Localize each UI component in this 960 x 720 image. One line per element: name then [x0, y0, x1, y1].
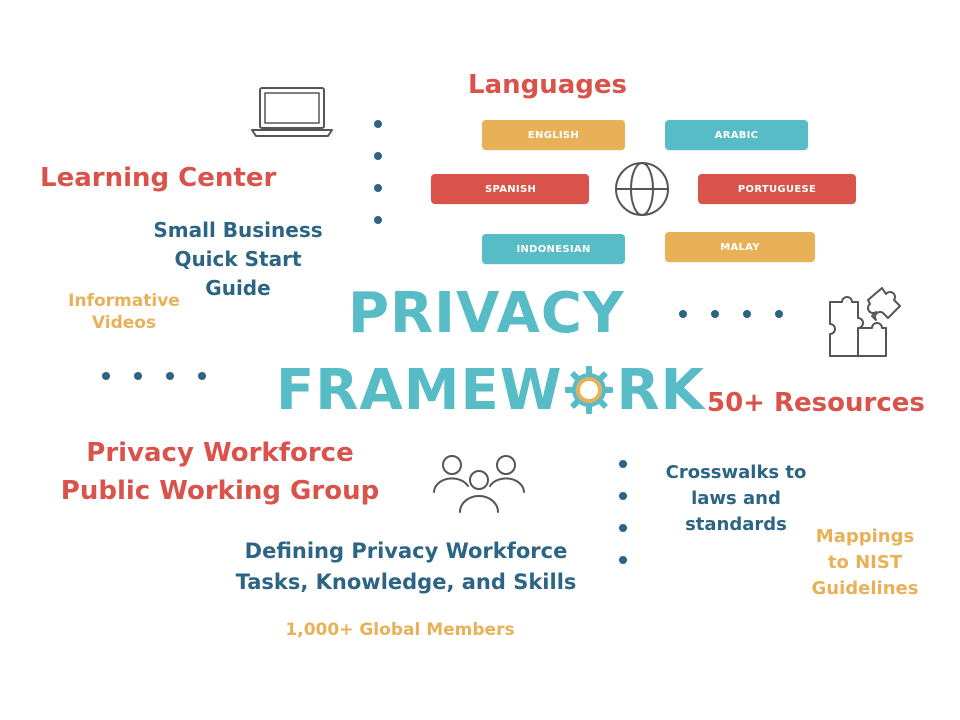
separator-dot [619, 492, 627, 500]
framework-title-part: FRAMEW [276, 358, 563, 423]
language-pill-indonesian: INDONESIAN [482, 234, 625, 264]
mappings-line: Guidelines [811, 578, 919, 599]
crosswalks-line: standards [685, 514, 787, 535]
resources-heading: 50+ Resources [707, 388, 925, 418]
global-members-label: 1,000+ Global Members [285, 620, 515, 640]
language-pill-portuguese: PORTUGUESE [698, 174, 856, 204]
separator-dot [134, 372, 142, 380]
defining-workforce-line: Tasks, Knowledge, and Skills [235, 570, 577, 594]
mappings-line: Mappings [815, 526, 915, 547]
separator-dot [743, 310, 751, 318]
quick-start-guide-label: Small Business Quick Start Guide [150, 216, 326, 303]
separator-dot [679, 310, 687, 318]
separator-dot [374, 184, 382, 192]
separator-dot [166, 372, 174, 380]
quick-start-guide-line: Small Business [153, 218, 323, 242]
framework-title-part: RK [616, 358, 705, 423]
crosswalks-line: Crosswalks to [665, 462, 807, 483]
defining-workforce-line: Defining Privacy Workforce [244, 539, 568, 563]
separator-dot [619, 524, 627, 532]
informative-videos-line: Informative [68, 291, 180, 311]
globe-icon [615, 162, 669, 216]
separator-dot [374, 120, 382, 128]
workforce-heading-line: Privacy Workforce [86, 438, 354, 468]
separator-dot [619, 556, 627, 564]
quick-start-guide-line: Quick Start [174, 247, 302, 271]
mappings-label: Mappings to NIST Guidelines [806, 524, 924, 602]
separator-dot [198, 372, 206, 380]
separator-dot [775, 310, 783, 318]
crosswalks-line: laws and [691, 488, 781, 509]
defining-workforce-label: Defining Privacy Workforce Tasks, Knowle… [196, 536, 616, 598]
workforce-heading-line: Public Working Group [60, 476, 380, 506]
learning-center-heading: Learning Center [40, 163, 277, 193]
separator-dot [374, 216, 382, 224]
framework-title-line2: FRAMEW RK [276, 363, 705, 419]
language-pill-spanish: SPANISH [431, 174, 589, 204]
separator-dot [619, 460, 627, 468]
framework-title-line1: PRIVACY [348, 281, 625, 346]
quick-start-guide-line: Guide [205, 276, 271, 300]
informative-videos-label: Informative Videos [58, 290, 190, 334]
informative-videos-line: Videos [91, 313, 157, 333]
crosswalks-label: Crosswalks to laws and standards [660, 460, 812, 538]
language-pill-malay: MALAY [665, 232, 815, 262]
languages-heading: Languages [468, 70, 628, 100]
language-pill-english: ENGLISH [482, 120, 625, 150]
gear-icon [564, 365, 614, 415]
people-icon [433, 455, 525, 513]
mappings-line: to NIST [827, 552, 903, 573]
separator-dot [102, 372, 110, 380]
separator-dot [711, 310, 719, 318]
puzzle-icon [829, 287, 901, 357]
language-pill-arabic: ARABIC [665, 120, 808, 150]
workforce-heading: Privacy Workforce Public Working Group [42, 434, 398, 510]
laptop-icon [251, 87, 333, 137]
separator-dot [374, 152, 382, 160]
